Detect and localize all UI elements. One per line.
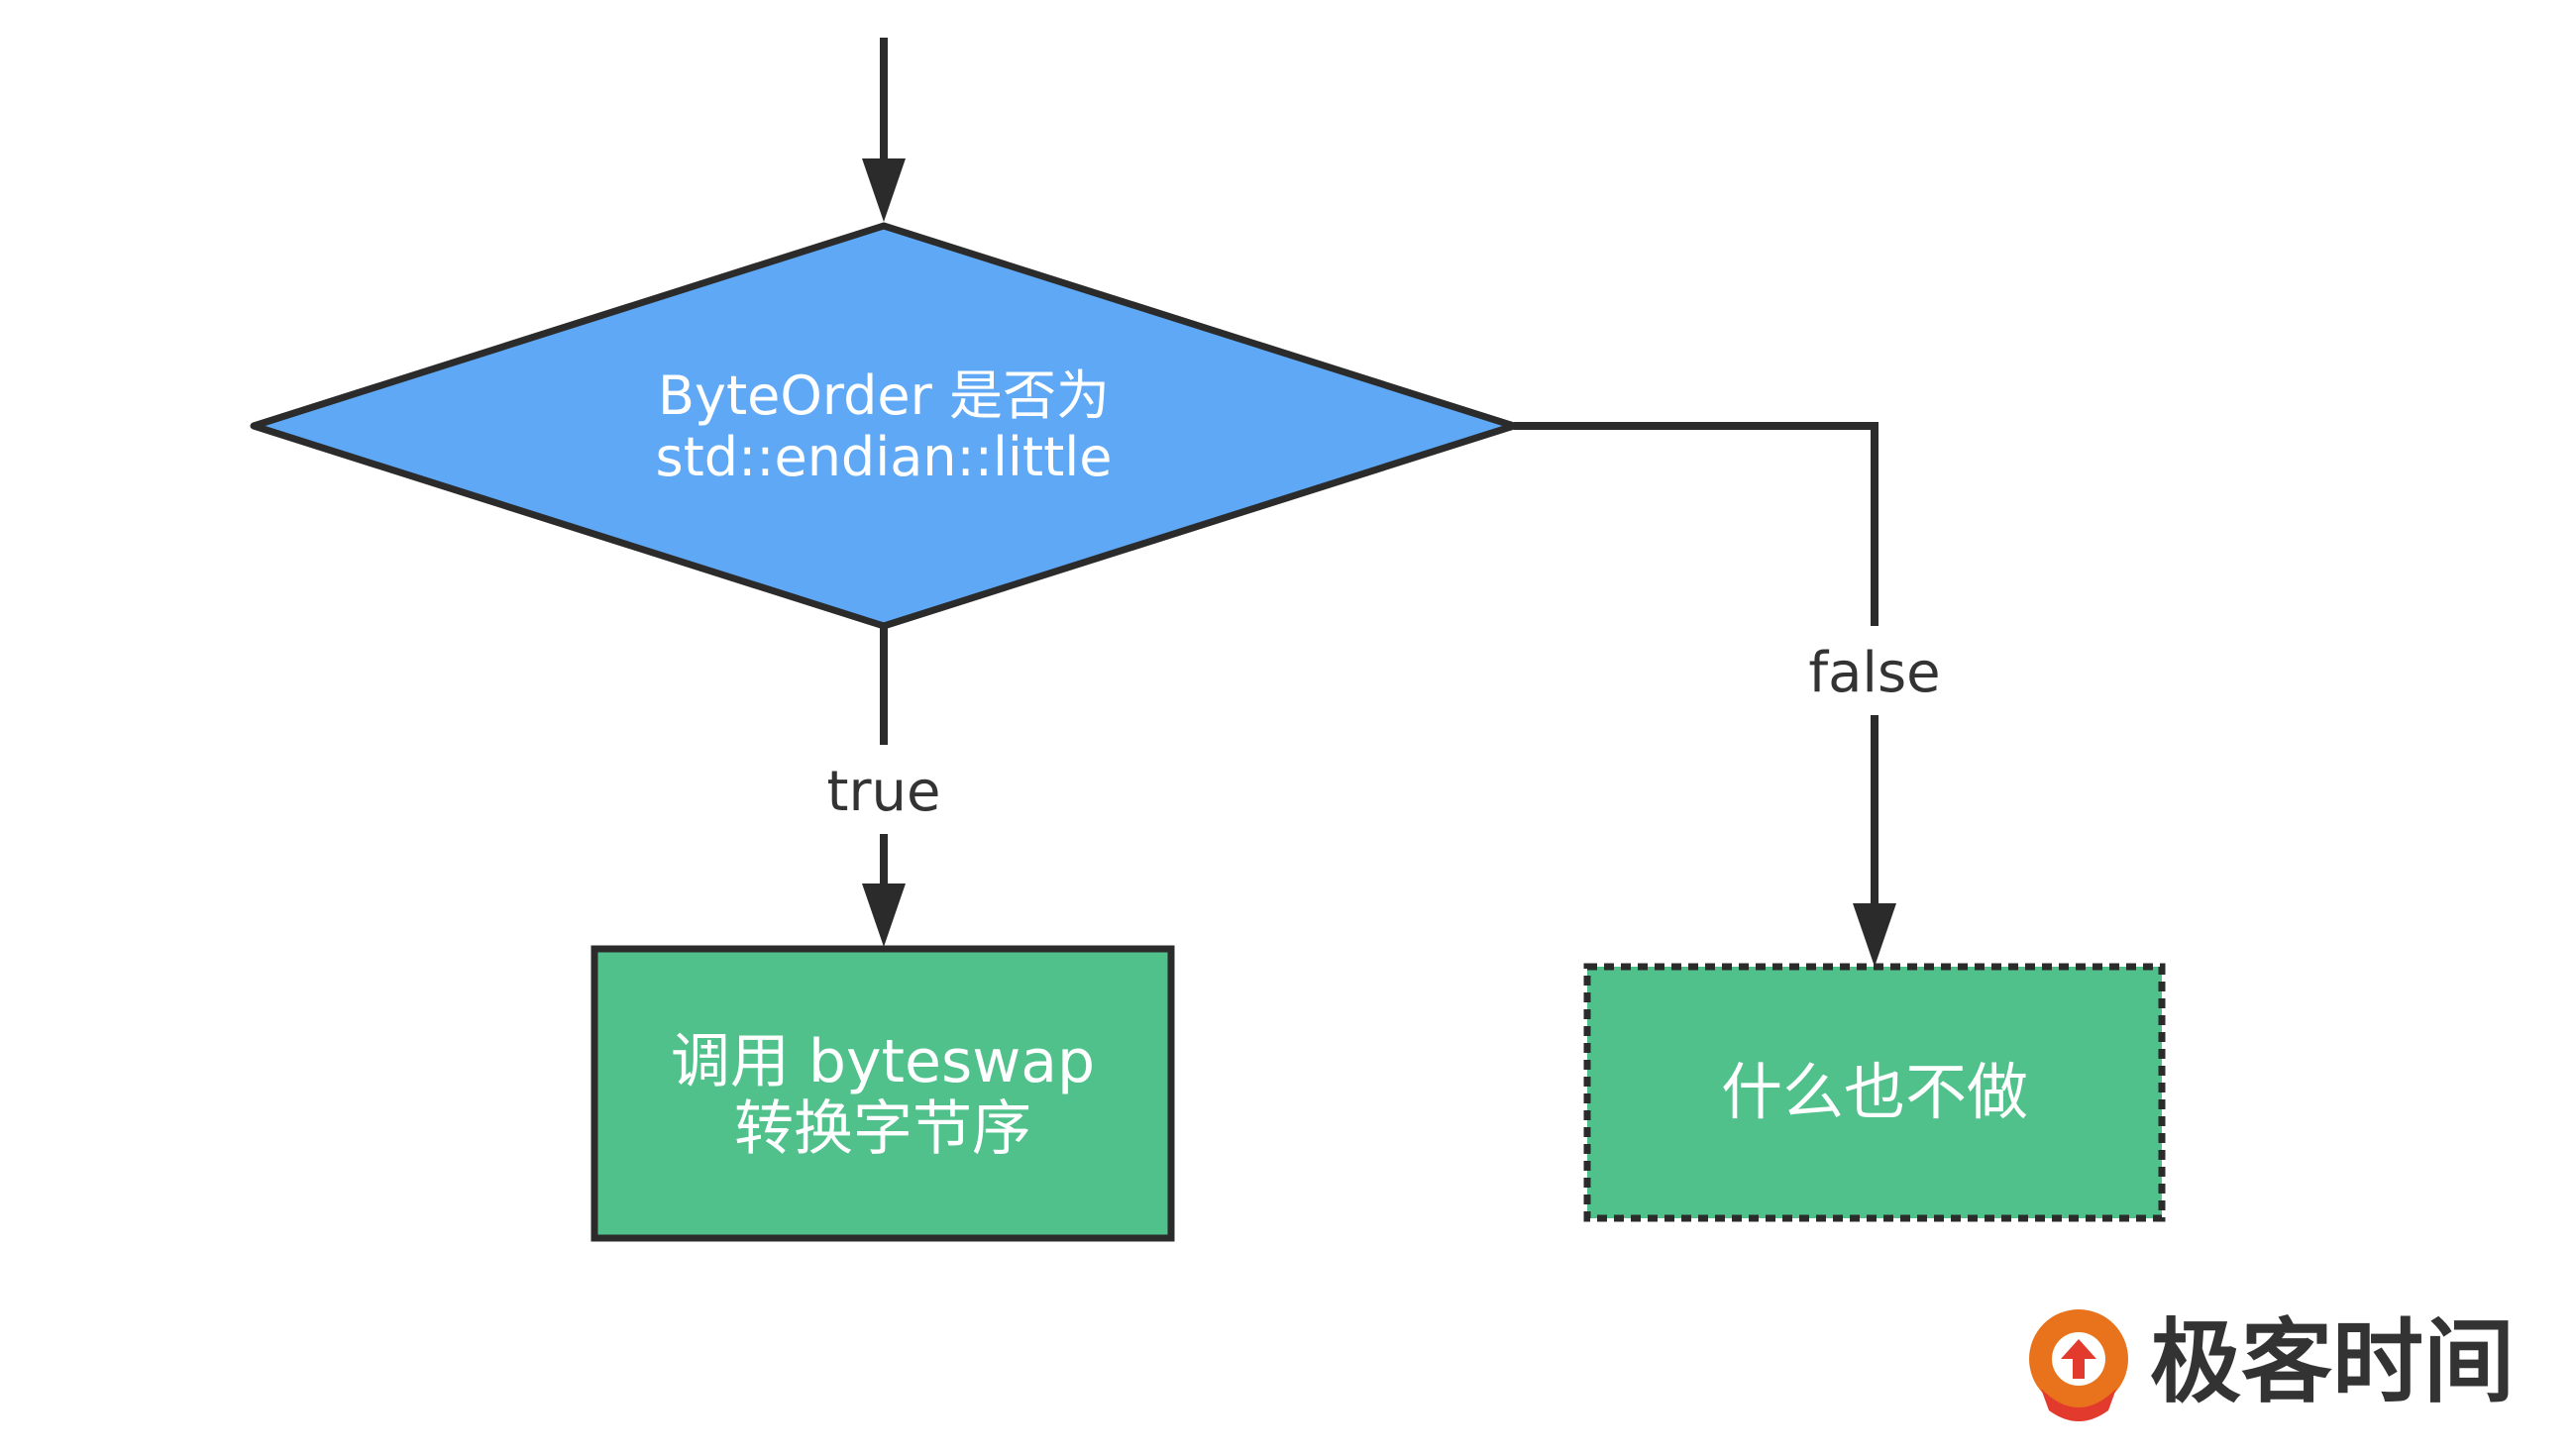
false-branch-label: false <box>1808 641 1940 705</box>
true-branch-arrow-head <box>862 883 906 947</box>
decision-label-line2: std::endian::little <box>656 426 1113 488</box>
geektime-logo-icon <box>2029 1309 2128 1421</box>
geektime-brand-text: 极客时间 <box>2150 1309 2515 1415</box>
entry-arrow-head <box>862 158 906 222</box>
process-do-nothing-label: 什么也不做 <box>1721 1056 2028 1128</box>
process-byteswap-label-line2: 转换字节序 <box>734 1094 1031 1164</box>
process-do-nothing-box <box>1583 963 2166 1222</box>
process-byteswap-label-line1: 调用 byteswap <box>671 1027 1095 1096</box>
false-branch-arrow-head <box>1853 903 1896 967</box>
true-branch-label: true <box>827 760 941 824</box>
decision-label-line1: ByteOrder 是否为 <box>658 364 1110 427</box>
process-byteswap-box <box>590 945 1175 1242</box>
false-branch-line-upper <box>1514 422 1878 626</box>
